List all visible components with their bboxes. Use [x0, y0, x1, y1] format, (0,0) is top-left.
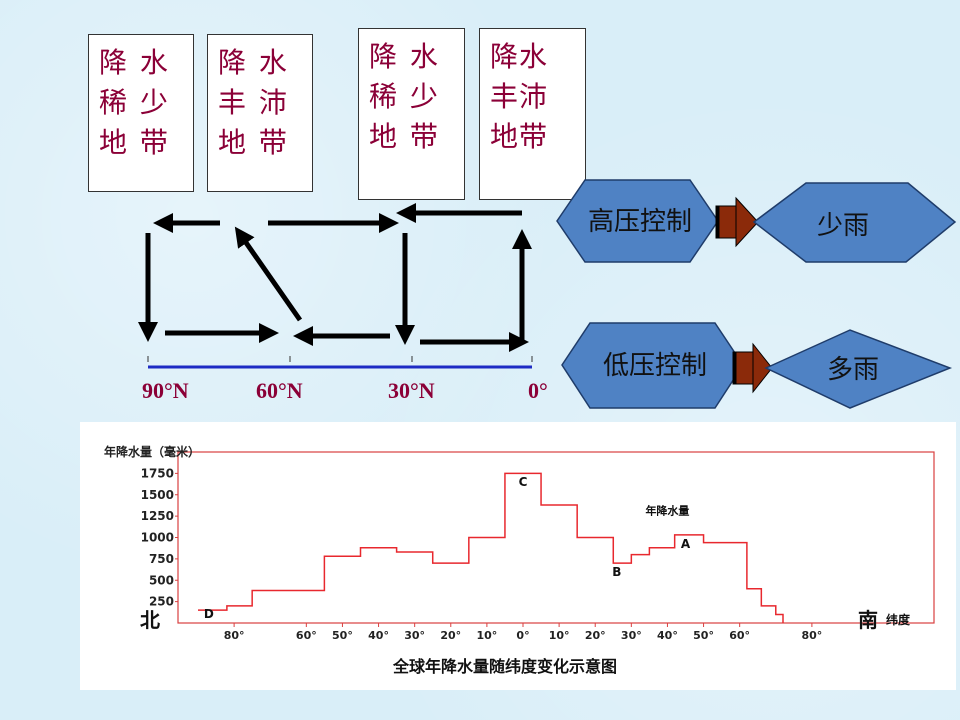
low-rain-label: 少雨 [817, 211, 869, 241]
annotation-label: D [204, 607, 214, 621]
arrow-right-icon [732, 342, 773, 394]
annotation-label: B [612, 565, 621, 579]
x-tick-label: 30° [404, 629, 425, 642]
y-tick-label: 500 [149, 573, 174, 587]
circulation-diagram: 高压控制 少雨 低压控制 多雨 [138, 179, 957, 409]
zone-line: 稀 少 [99, 86, 170, 119]
latitude-axis [147, 356, 533, 369]
annotation-label: 年降水量 [645, 503, 689, 517]
zone-line: 丰沛 [490, 80, 549, 113]
x-tick-label: 60° [296, 629, 317, 642]
precipitation-chart: 年降水量（毫米） 250 500 750 1000 1250 1500 1750 80° 60… [80, 422, 956, 690]
x-tick-label: 30° [621, 629, 642, 642]
chart-title: 全球年降水量随纬度变化示意图 [392, 657, 617, 676]
zone-line: 地 带 [218, 126, 289, 159]
high-pressure-label: 高压控制 [588, 207, 692, 237]
y-tick-label: 1500 [141, 488, 174, 502]
south-label: 南 [858, 608, 878, 632]
annotations: A B C D 年降水量 [204, 475, 691, 621]
x-tick-label: 50° [332, 629, 353, 642]
zone-line: 降 水 [369, 40, 440, 73]
x-tick-label: 20° [440, 629, 461, 642]
x-ticks: 80° 60° 50° 40° 30° 20° 10° 0° 10° 20° 30° 40° 50° 60… [224, 623, 822, 642]
zone-line: 地带 [490, 120, 549, 153]
y-ticks: 250 500 750 1000 1250 1500 1750 [141, 466, 178, 609]
annotation-label: A [681, 537, 691, 551]
x-axis-label: 纬度 [886, 612, 911, 627]
high-rain-label: 多雨 [827, 355, 879, 385]
high-rain-diamond [764, 329, 953, 409]
zone-line: 丰 沛 [218, 86, 289, 119]
y-tick-label: 1250 [141, 509, 174, 523]
x-tick-label: 0° [516, 629, 529, 642]
x-tick-label: 60° [729, 629, 750, 642]
annotation-label: C [519, 475, 528, 489]
zone-line: 降 水 [218, 46, 289, 79]
arrow-diagonal-up [234, 226, 303, 322]
latitude-label-60n: 60°N [256, 378, 303, 403]
zone-line: 稀 少 [369, 80, 440, 113]
y-tick-label: 1750 [141, 466, 174, 480]
y-tick-label: 1000 [141, 531, 174, 545]
precipitation-series-line [198, 472, 784, 623]
x-tick-label: 10° [476, 629, 497, 642]
y-tick-label: 750 [149, 552, 174, 566]
high-pressure-hexagon [556, 179, 719, 263]
zone-box-1: 降 水 稀 少 地 带 [88, 34, 194, 192]
north-label: 北 [140, 608, 160, 632]
latitude-label-30n: 30°N [388, 378, 435, 403]
zone-line: 地 带 [369, 120, 440, 153]
arrow-right-icon [715, 196, 759, 248]
zone-box-2: 降 水 丰 沛 地 带 [207, 34, 313, 192]
x-tick-label: 20° [585, 629, 606, 642]
x-tick-label: 40° [368, 629, 389, 642]
zone-box-4: 降水 丰沛 地带 [479, 28, 586, 200]
y-axis-label: 年降水量（毫米） [104, 444, 200, 459]
zone-box-3: 降 水 稀 少 地 带 [358, 28, 465, 200]
latitude-label-90n: 90°N [142, 378, 189, 403]
x-tick-label: 80° [801, 629, 822, 642]
zone-line: 降 水 [99, 46, 170, 79]
low-pressure-label: 低压控制 [603, 351, 707, 381]
x-tick-label: 80° [224, 629, 245, 642]
x-tick-label: 40° [657, 629, 678, 642]
latitude-label-0: 0° [528, 378, 548, 403]
zone-line: 降水 [490, 40, 549, 73]
zone-line: 地 带 [99, 126, 170, 159]
low-pressure-hexagon [561, 322, 744, 409]
x-tick-label: 50° [693, 629, 714, 642]
low-rain-diamond [752, 182, 957, 263]
y-tick-label: 250 [149, 595, 174, 609]
x-tick-label: 10° [549, 629, 570, 642]
